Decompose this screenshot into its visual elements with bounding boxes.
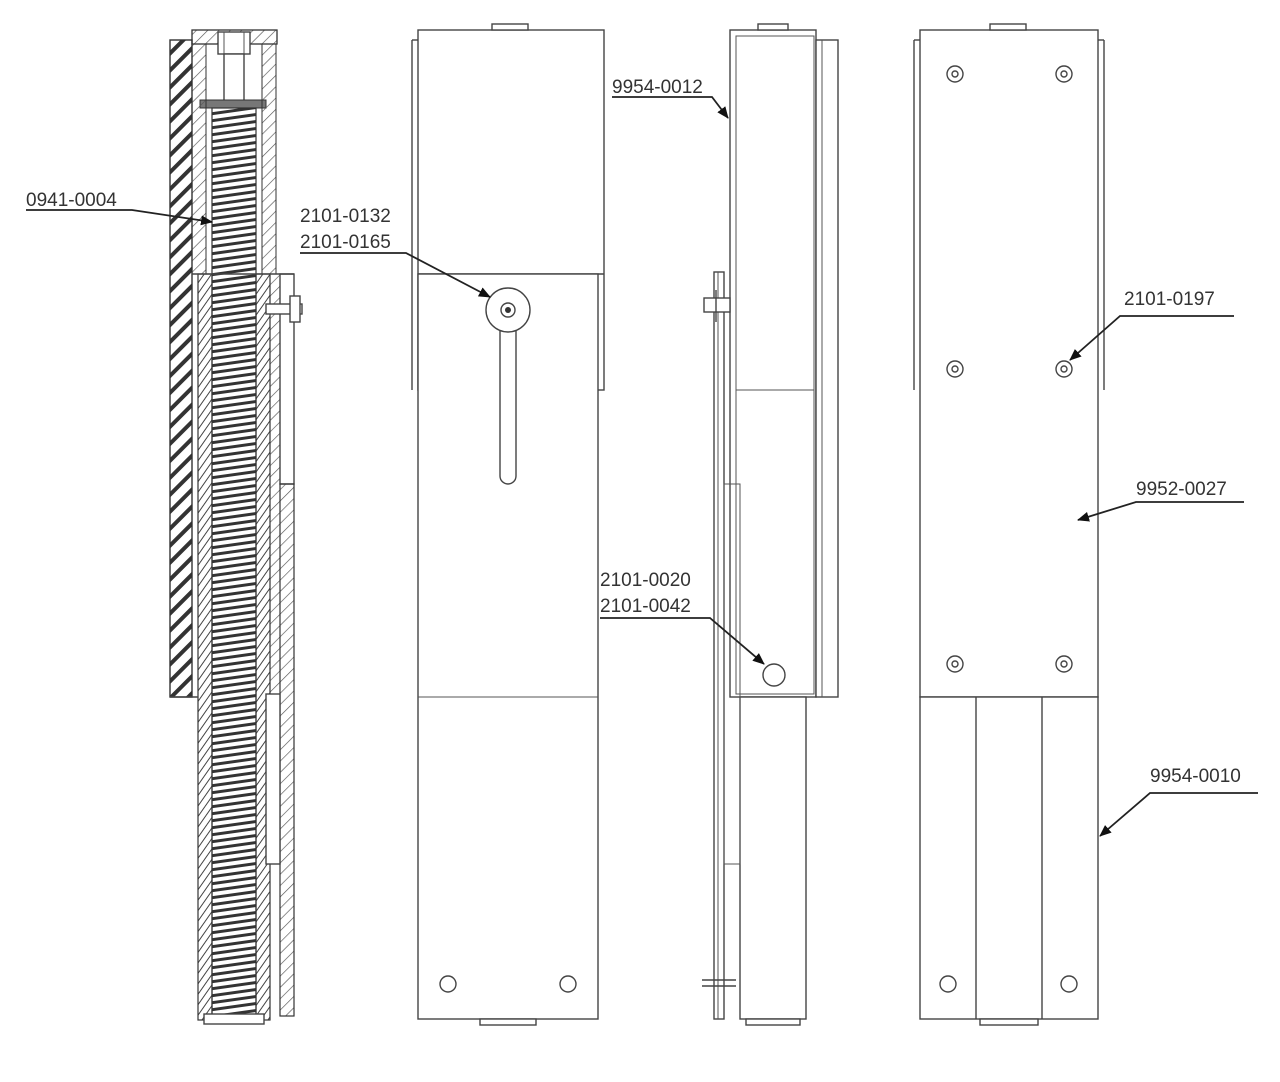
label-bolt-part-a: 2101-0132 [300, 206, 391, 227]
bolt-washer [199, 99, 267, 109]
screw-head-icon [946, 65, 964, 83]
outer-housing [729, 29, 817, 698]
bottom-cap [203, 1013, 265, 1025]
top-tab [989, 23, 1027, 31]
mount-hole-icon [939, 975, 957, 993]
inner-tube [739, 696, 807, 1020]
bottom-foot [979, 1018, 1039, 1026]
adjust-slot [499, 317, 517, 485]
leader-line [1069, 315, 1234, 361]
leader-line [600, 617, 765, 665]
leader-line [1099, 792, 1258, 837]
mount-hole-icon [439, 975, 457, 993]
mount-hole-icon [1060, 975, 1078, 993]
screw-head-icon [1055, 360, 1073, 378]
spring-coil [211, 107, 257, 1021]
callouts: 0941-0004 2101-0132 2101-0165 9954-0012 … [26, 77, 1258, 837]
side-bolt [265, 303, 303, 315]
outer-housing [919, 29, 1099, 698]
mount-hole-icon [559, 975, 577, 993]
bottom-foot [745, 1018, 801, 1026]
side-bolt [703, 297, 731, 313]
back-view [913, 23, 1105, 1026]
label-bolt-part-b: 2101-0165 [300, 232, 391, 253]
leader-line [26, 209, 213, 226]
side-view [702, 23, 839, 1026]
lower-tube-wall-left [197, 273, 213, 1021]
section-view [169, 29, 303, 1025]
outer-wall-left [169, 39, 193, 698]
label-fastener-part-a: 2101-0020 [600, 570, 691, 591]
label-spring-part: 0941-0004 [26, 190, 117, 211]
upper-inner-wall [191, 43, 207, 275]
label-inner-tube-part: 9954-0010 [1150, 766, 1241, 787]
leader-line [612, 96, 729, 119]
top-tab [491, 23, 529, 31]
slide-strip [713, 271, 725, 1020]
cap-nut [217, 31, 251, 55]
screw-head-icon [1055, 655, 1073, 673]
screw-head-icon [946, 655, 964, 673]
lower-tube-wall-right [255, 273, 271, 1021]
label-fastener-part-b: 2101-0042 [600, 596, 691, 617]
top-tab [757, 23, 789, 31]
label-top-housing-part: 9954-0012 [612, 77, 703, 98]
leader-line [300, 252, 491, 298]
label-screw-part: 2101-0197 [1124, 289, 1215, 310]
screw-head-icon [1055, 65, 1073, 83]
screw-head-icon [946, 360, 964, 378]
label-plate-part: 9952-0027 [1136, 479, 1227, 500]
bolt-shank [223, 53, 245, 105]
leader-line [1077, 501, 1244, 522]
front-view [411, 23, 605, 1026]
back-plate [815, 39, 839, 698]
slot [265, 693, 281, 865]
bottom-foot [479, 1018, 537, 1026]
inner-tube [919, 696, 1099, 1020]
fastener-icon [762, 663, 786, 687]
